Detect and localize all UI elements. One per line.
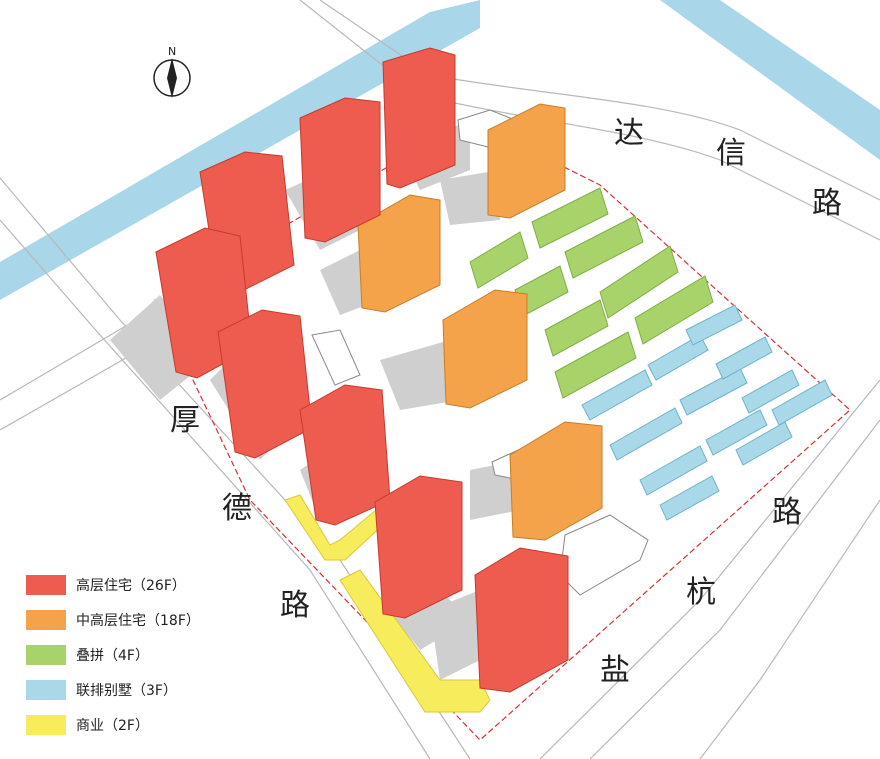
road-label-west-char-2: 德 <box>222 491 252 526</box>
legend-swatch-commercial <box>26 715 66 735</box>
north-arrow-icon <box>167 58 177 98</box>
road-label-north-char-2: 信 <box>716 136 746 171</box>
legend: 高层住宅（26F） 中高层住宅（18F） 叠拼（4F） 联排别墅（3F） 商业（… <box>26 574 266 749</box>
legend-item-townhouse: 联排别墅（3F） <box>26 679 266 701</box>
legend-item-highrise: 高层住宅（26F） <box>26 574 266 596</box>
river-northeast <box>660 0 880 160</box>
legend-item-stacked-villa: 叠拼（4F） <box>26 644 266 666</box>
legend-label-highrise: 高层住宅（26F） <box>76 578 186 594</box>
road-label-north: 达 信 路 <box>614 116 842 221</box>
road-label-west: 厚 德 路 <box>170 403 310 623</box>
road-label-south-char-1: 盐 <box>600 653 630 688</box>
legend-swatch-townhouse <box>26 680 66 700</box>
river-northwest <box>0 0 480 300</box>
compass-north-label: N <box>168 45 176 58</box>
legend-label-townhouse: 联排别墅（3F） <box>76 683 177 699</box>
stacked-villa-buildings <box>469 187 714 399</box>
legend-label-stacked-villa: 叠拼（4F） <box>76 648 149 664</box>
road-label-south-char-3: 路 <box>772 495 802 530</box>
legend-swatch-highrise <box>26 575 66 595</box>
legend-label-midrise: 中高层住宅（18F） <box>76 613 200 629</box>
road-label-north-char-1: 达 <box>614 116 644 151</box>
legend-item-commercial: 商业（2F） <box>26 714 266 736</box>
road-label-north-char-3: 路 <box>812 186 842 221</box>
road-label-south-char-2: 杭 <box>686 575 716 610</box>
midrise-buildings <box>357 103 603 541</box>
legend-swatch-stacked-villa <box>26 645 66 665</box>
north-compass: N <box>153 45 191 98</box>
road-label-south: 盐 杭 路 <box>600 495 802 688</box>
legend-swatch-midrise <box>26 610 66 630</box>
road-label-west-char-1: 厚 <box>170 403 200 438</box>
townhouse-buildings <box>581 304 833 521</box>
road-label-west-char-3: 路 <box>280 588 310 623</box>
highrise-buildings <box>155 47 569 693</box>
legend-item-midrise: 中高层住宅（18F） <box>26 609 266 631</box>
legend-label-commercial: 商业（2F） <box>76 718 149 734</box>
